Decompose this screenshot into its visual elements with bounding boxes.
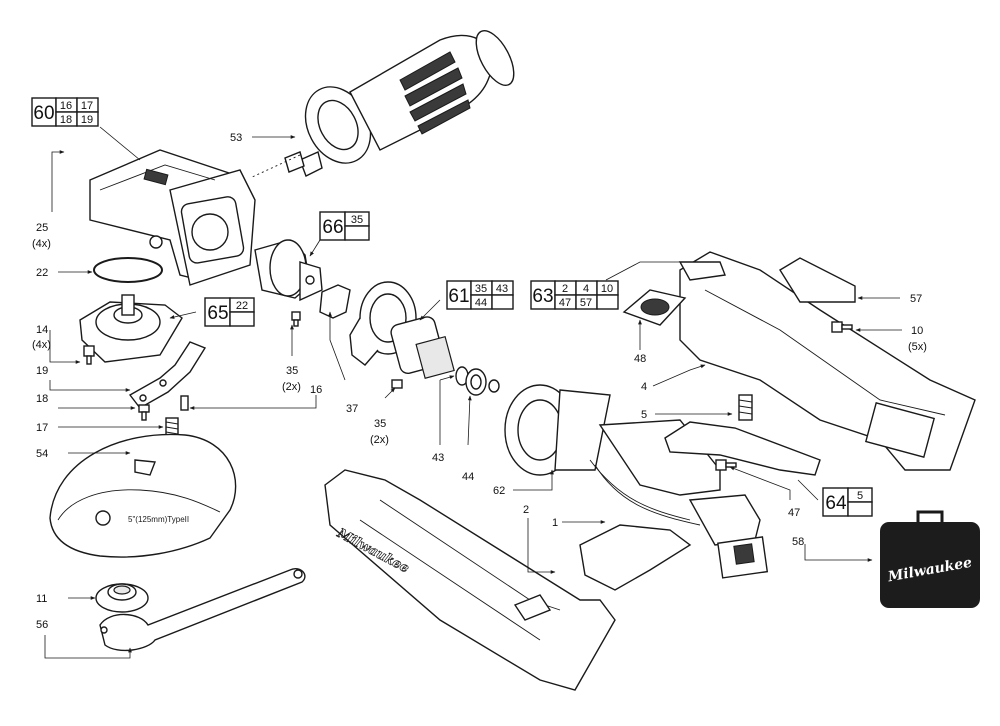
callout-44: 44 [462,471,474,483]
callout-10: 10 [911,325,923,337]
side-handle-part [284,30,515,177]
stator-electronics-part [504,384,769,579]
paddle-switch-part [664,421,821,476]
callout-14-qty: (4x) [32,339,51,351]
callout-57: 57 [910,293,922,305]
callout-22: 22 [36,267,48,279]
motor-housing-right-part [678,251,976,471]
kit-60-main: 60 [33,103,54,124]
kit-60-sub-3: 18 [60,114,72,126]
flange-nut-part [95,583,149,613]
callout-25: 25 [36,222,48,234]
callout-47: 47 [788,507,800,519]
kit-60-sub-4: 19 [81,114,93,126]
pin-16-part [180,395,189,411]
badge-48-part [622,289,687,326]
kit-65-main: 65 [207,303,228,324]
callout-35a-qty: (2x) [282,381,301,393]
clip-37-part [319,284,351,319]
callout-43: 43 [432,452,444,464]
motor-housing-left-part: Milwaukee [324,469,616,691]
callout-19: 19 [36,365,48,377]
callout-48: 48 [634,353,646,365]
carry-case-part: Milwaukee [880,510,980,608]
label-57-part [779,257,856,303]
switch-cover-part [579,524,692,591]
callout-5: 5 [641,409,647,421]
callout-17: 17 [36,422,48,434]
screw-10-part [831,321,853,333]
guard-size-text: 5"(125mm)TypeII [128,515,189,524]
kit-box-60: 60 16 17 18 19 [31,97,99,127]
callout-35b-qty: (2x) [370,434,389,446]
kit-63-sub-4: 47 [559,297,571,309]
callout-16: 16 [310,384,322,396]
kit-box-65: 65 22 [204,297,255,327]
kit-61-main: 61 [448,286,469,307]
bearing-44-part [465,368,487,396]
callout-56: 56 [36,619,48,631]
kit-60-sub-2: 17 [81,100,93,112]
callout-11: 11 [36,593,47,605]
leader-lines [44,126,902,659]
callout-18: 18 [36,393,48,405]
callout-labels: 53 25 (4x) 22 14 (4x) 19 18 17 54 11 56 … [32,132,927,631]
callout-1: 1 [552,517,558,529]
kit-63-sub-5: 57 [580,297,592,309]
callout-37: 37 [346,403,358,415]
callout-14: 14 [36,324,48,336]
callout-35a: 35 [286,365,298,377]
screw-35a-part [291,311,301,327]
kit-63-sub-2: 4 [583,283,589,295]
kit-box-66: 66 35 [319,211,370,241]
kit-64-sub-1: 5 [857,490,863,502]
callout-35b: 35 [374,418,386,430]
o-ring-part [93,257,163,283]
kit-61-sub-2: 43 [496,283,508,295]
callout-4: 4 [641,381,647,393]
kit-61-sub-3: 44 [475,297,487,309]
kit-63-main: 63 [532,286,553,307]
spring-5-part [738,394,753,421]
callout-53: 53 [230,132,242,144]
spindle-lock-lever-part [128,341,207,409]
screw-18-part [138,404,150,421]
callout-10-qty: (5x) [908,341,927,353]
callout-2: 2 [523,504,529,516]
callout-58: 58 [792,536,804,548]
kit-60-sub-1: 16 [60,100,72,112]
callout-54: 54 [36,448,48,460]
kit-box-61: 61 35 43 44 [446,280,514,310]
gear-housing-part [89,149,256,286]
screw-35b-part [391,379,403,389]
armature-part [349,281,455,380]
wheel-guard-part: 5"(125mm)TypeII [49,433,237,558]
kit-61-sub-1: 35 [475,283,487,295]
callout-62: 62 [493,485,505,497]
kit-box-64: 64 5 [822,487,873,517]
kit-66-main: 66 [322,217,343,238]
callout-25-qty: (4x) [32,238,51,250]
kit-63-sub-1: 2 [562,283,568,295]
kit-64-main: 64 [825,493,847,514]
bearing-flange-part [79,294,183,363]
screw-14-part [83,345,95,365]
kit-65-sub-1: 22 [236,300,248,312]
kit-63-sub-3: 10 [601,283,613,295]
spindle-assembly-part [254,239,323,302]
kit-box-63: 63 2 4 10 47 57 [530,280,619,310]
kit-66-sub-1: 35 [351,214,363,226]
